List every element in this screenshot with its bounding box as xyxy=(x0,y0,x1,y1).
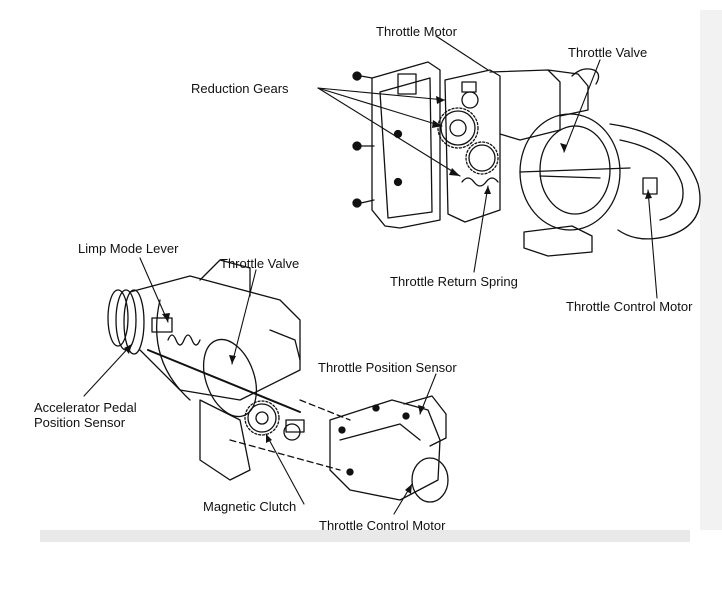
scan-edge xyxy=(700,10,722,530)
magnetic-clutch-hub xyxy=(283,419,305,441)
gear-cover-plate xyxy=(371,61,441,229)
reduction-gear-pinion xyxy=(461,81,479,109)
lower-throttle-valve xyxy=(202,338,258,418)
lower-body-top-tube xyxy=(199,259,251,297)
lower-tc-motor-bolts xyxy=(338,404,410,476)
label-throttle-control-motor-bottom: Throttle Control Motor xyxy=(319,518,446,533)
label-throttle-valve-top: Throttle Valve xyxy=(568,45,648,60)
leaders-top xyxy=(317,35,658,299)
throttle-body-bore xyxy=(519,113,701,240)
position-sensor-block xyxy=(403,395,447,447)
intake-tube xyxy=(571,68,600,85)
throttle-shaft xyxy=(147,349,301,413)
assembly-line-1 xyxy=(229,439,341,471)
lower-tc-motor-body xyxy=(329,399,441,501)
limp-mode-lever-part xyxy=(151,317,173,333)
label-throttle-position-sensor: Throttle Position Sensor xyxy=(318,360,457,375)
throttle-motor-endcap xyxy=(547,69,589,117)
magnetic-clutch-gear xyxy=(244,400,280,436)
assembly-line-2 xyxy=(299,399,351,421)
housing-lower-skirt xyxy=(199,399,251,481)
lower-tc-motor-cap xyxy=(411,457,449,503)
reduction-gear-small xyxy=(465,141,499,175)
label-accelerator-pedal-position-sensor: Accelerator Pedal Position Sensor xyxy=(34,400,137,430)
return-spring-coil xyxy=(461,177,499,187)
reduction-gear-large xyxy=(437,107,479,149)
gear-cover-inner xyxy=(379,77,433,219)
limp-spring-coil xyxy=(167,334,201,346)
throttle-motor-body xyxy=(489,69,561,141)
label-magnetic-clutch: Magnetic Clutch xyxy=(203,499,297,514)
lower-body-port xyxy=(269,329,301,361)
label-reduction-gears: Reduction Gears xyxy=(191,81,289,96)
label-throttle-control-motor-top: Throttle Control Motor xyxy=(566,299,693,314)
scan-band xyxy=(40,530,690,542)
label-throttle-valve-bottom: Throttle Valve xyxy=(220,256,300,271)
arrowheads-top xyxy=(432,96,652,199)
label-throttle-return-spring: Throttle Return Spring xyxy=(390,274,518,289)
lower-throttle-body xyxy=(129,275,301,401)
housing-left-curve xyxy=(156,299,191,401)
cover-bolts xyxy=(352,71,403,208)
mount-bracket xyxy=(523,225,593,257)
lower-tc-motor-seam xyxy=(339,423,421,441)
label-limp-mode-lever: Limp Mode Lever xyxy=(78,241,179,256)
arrowheads-bottom xyxy=(124,313,425,494)
cover-connector xyxy=(397,73,417,95)
gear-housing-plate xyxy=(444,69,501,223)
tc-motor-connector xyxy=(642,177,658,195)
label-throttle-motor: Throttle Motor xyxy=(376,24,457,39)
leaders-bottom xyxy=(83,257,437,515)
apps-sensor-rings xyxy=(107,289,145,355)
